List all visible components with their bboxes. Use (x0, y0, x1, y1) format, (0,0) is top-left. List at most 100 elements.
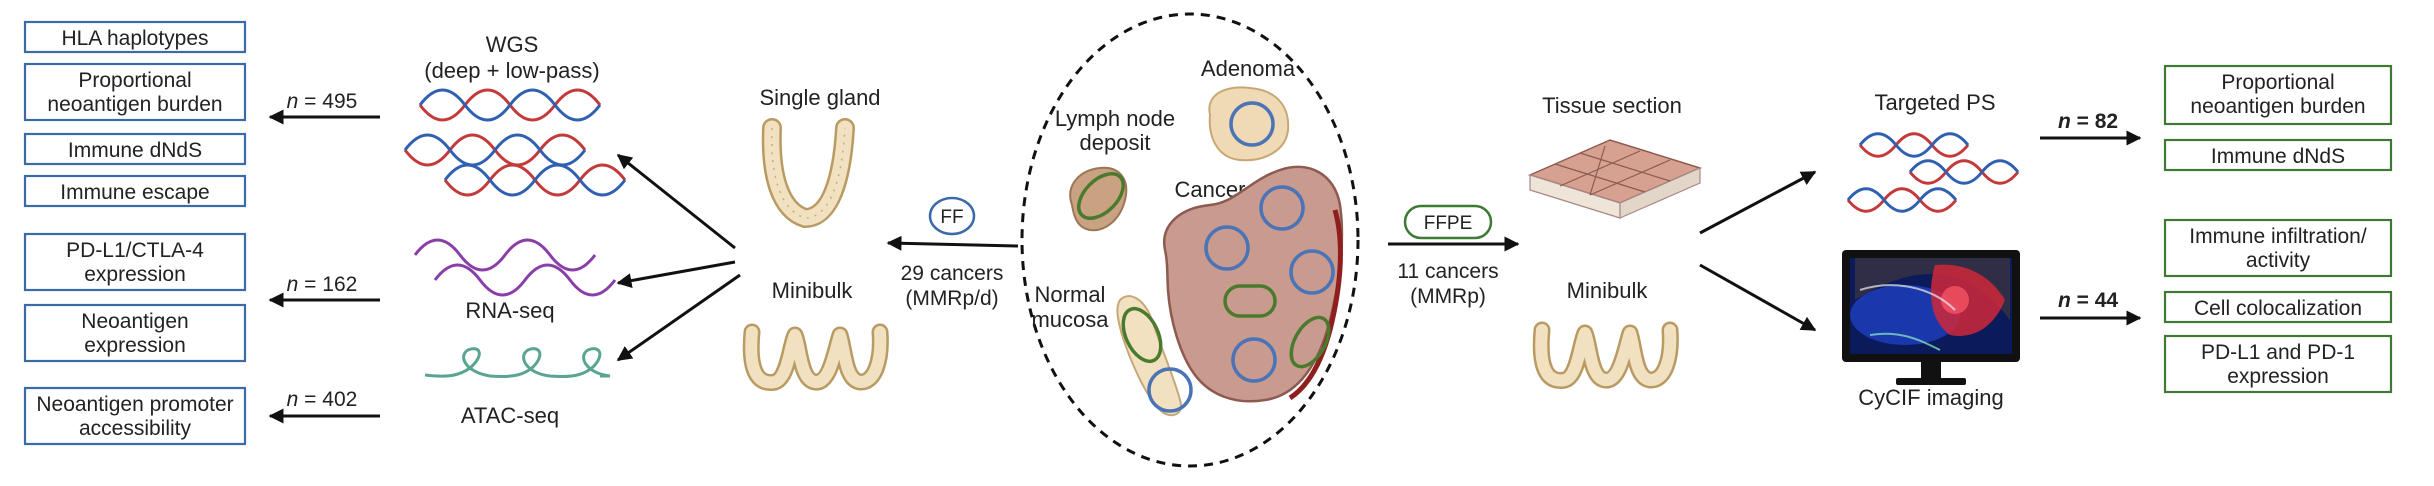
chromatin-loop-icon (424, 347, 611, 378)
minibulk-left-label: Minibulk (772, 278, 854, 303)
ff-count-line2: (MMRp/d) (905, 287, 998, 310)
sample-ring-icon (1231, 337, 1277, 383)
left-output-immune-dnds: Immune dNdS (23, 132, 247, 166)
ff-count-line1: 29 cancers (901, 262, 1004, 285)
right-output-cell-colocalization: Cell colocalization (2163, 290, 2393, 324)
sample-ring-icon (1289, 315, 1331, 369)
right-output-proportional-burden: Proportional neoantigen burden (2163, 64, 2393, 126)
right-output-label: PD-L1 and PD-1 (2201, 341, 2355, 364)
gland-icon (761, 118, 855, 229)
right-assay-arrows (1699, 170, 1817, 332)
sample-ring-icon (1223, 284, 1277, 318)
assay-rna-seq: RNA-seq (413, 238, 617, 323)
minibulk-glands-icon (742, 323, 889, 391)
right-output-label: Immune infiltration/ (2189, 225, 2367, 248)
left-output-immune-escape: Immune escape (23, 174, 247, 208)
ffpe-badge (1403, 204, 1493, 240)
tissue-overview: Adenoma Lymph node deposit Cancer Normal… (1020, 12, 1360, 468)
right-output-immune-dnds: Immune dNdS (2163, 138, 2393, 172)
lymph-node-label-1: Lymph node (1055, 106, 1175, 131)
left-output-pdl1-ctla4: PD-L1/CTLA-4 expression (23, 232, 247, 292)
monitor-icon (1842, 250, 2020, 385)
sample-single-gland: Single gland (759, 85, 881, 229)
left-assay-arrows (616, 153, 741, 362)
targeted-ps-label: Targeted PS (1874, 90, 1995, 115)
left-output-label: Neoantigen (81, 310, 188, 333)
rna-wave-icon (413, 238, 617, 297)
normal-mucosa-label-2: mucosa (1031, 307, 1109, 332)
normal-mucosa-label-1: Normal (1035, 282, 1106, 307)
sample-ring-icon (1259, 185, 1305, 231)
assay-targeted-ps: Targeted PS (1846, 90, 2020, 213)
left-output-label: PD-L1/CTLA-4 (66, 239, 204, 262)
arrow-icon (1699, 170, 1817, 235)
right-output-label: Immune dNdS (2211, 145, 2345, 168)
assay-wgs-subtitle: (deep + low-pass) (424, 58, 599, 83)
arrow-icon (886, 235, 1019, 251)
left-output-label: expression (84, 263, 186, 286)
ffpe-count-line2: (MMRp) (1410, 285, 1486, 308)
left-output-hla-haplotypes: HLA haplotypes (23, 20, 247, 54)
right-count-arrows: n = 82 n = 44 (2040, 110, 2142, 326)
assay-rna-label: RNA-seq (465, 298, 554, 323)
ffpe-count-line1: 11 cancers (1397, 260, 1498, 283)
right-output-pdl1-pd1: PD-L1 and PD-1 expression (2163, 334, 2393, 394)
left-output-label: HLA haplotypes (61, 27, 208, 50)
assay-atac-label: ATAC-seq (461, 403, 559, 428)
sample-ring-icon (1289, 249, 1335, 295)
arrow-icon (616, 260, 736, 288)
ff-badge-label: FF (940, 207, 963, 228)
right-output-label: expression (2227, 365, 2329, 388)
sample-ring-icon (1204, 225, 1250, 271)
adenoma-icon (1208, 86, 1290, 162)
sample-minibulk-left: Minibulk (742, 278, 889, 391)
right-output-label: Cell colocalization (2194, 297, 2362, 320)
count-label-cycif: n = 44 (2058, 289, 2118, 312)
right-outputs: Proportional neoantigen burden Immune dN… (2163, 64, 2393, 394)
right-output-immune-infiltration: Immune infiltration/ activity (2163, 218, 2393, 278)
ff-branch: FF 29 cancers (MMRp/d) (886, 196, 1019, 310)
left-output-proportional-burden: Proportional neoantigen burden (23, 62, 247, 122)
sample-ring-icon (1147, 367, 1193, 413)
left-count-arrows: n = 495 n = 162 n = 402 (268, 90, 380, 424)
sample-tissue-section: Tissue section (1527, 93, 1703, 219)
count-label-wgs: n = 495 (287, 90, 358, 113)
sample-ring-icon (1121, 306, 1163, 364)
ffpe-badge-label: FFPE (1424, 213, 1473, 234)
arrow-icon (616, 153, 736, 250)
left-output-label: Immune escape (60, 181, 209, 204)
minibulk-right-label: Minibulk (1567, 278, 1649, 303)
ff-badge (928, 196, 976, 236)
tissue-block-icon (1527, 139, 1703, 219)
left-output-label: Neoantigen promoter (36, 393, 233, 416)
right-output-label: neoantigen burden (2190, 95, 2365, 118)
left-output-neoantigen-expression: Neoantigen expression (23, 303, 247, 363)
count-label-atac: n = 402 (287, 388, 358, 411)
single-gland-label: Single gland (759, 85, 880, 110)
left-output-label: accessibility (79, 417, 192, 440)
assay-wgs-title: WGS (486, 32, 539, 57)
assay-wgs: WGS (deep + low-pass) (403, 32, 627, 197)
tissue-boundary (1020, 12, 1360, 468)
sample-ring-icon (1229, 101, 1275, 147)
left-outputs: HLA haplotypes Proportional neoantigen b… (23, 20, 247, 446)
tissue-section-label: Tissue section (1542, 93, 1682, 118)
dna-helix-icon (1846, 132, 2020, 213)
lymph-node-icon (1069, 166, 1128, 232)
left-output-label: Immune dNdS (68, 139, 202, 162)
assay-atac-seq: ATAC-seq (424, 347, 611, 428)
assay-cycif: CyCIF imaging (1842, 250, 2020, 410)
dna-helix-icon (403, 88, 627, 197)
left-output-promoter-accessibility: Neoantigen promoter accessibility (23, 386, 247, 446)
adenoma-label: Adenoma (1201, 56, 1296, 81)
minibulk-glands-icon (1532, 321, 1679, 389)
right-output-label: activity (2246, 249, 2311, 272)
left-output-label: neoantigen burden (47, 93, 222, 116)
lymph-node-label-2: deposit (1080, 130, 1151, 155)
left-output-label: Proportional (78, 69, 191, 92)
sample-ring-icon (1077, 172, 1125, 220)
sample-minibulk-right: Minibulk (1532, 278, 1679, 389)
right-output-label: Proportional (2221, 71, 2334, 94)
left-output-label: expression (84, 334, 186, 357)
